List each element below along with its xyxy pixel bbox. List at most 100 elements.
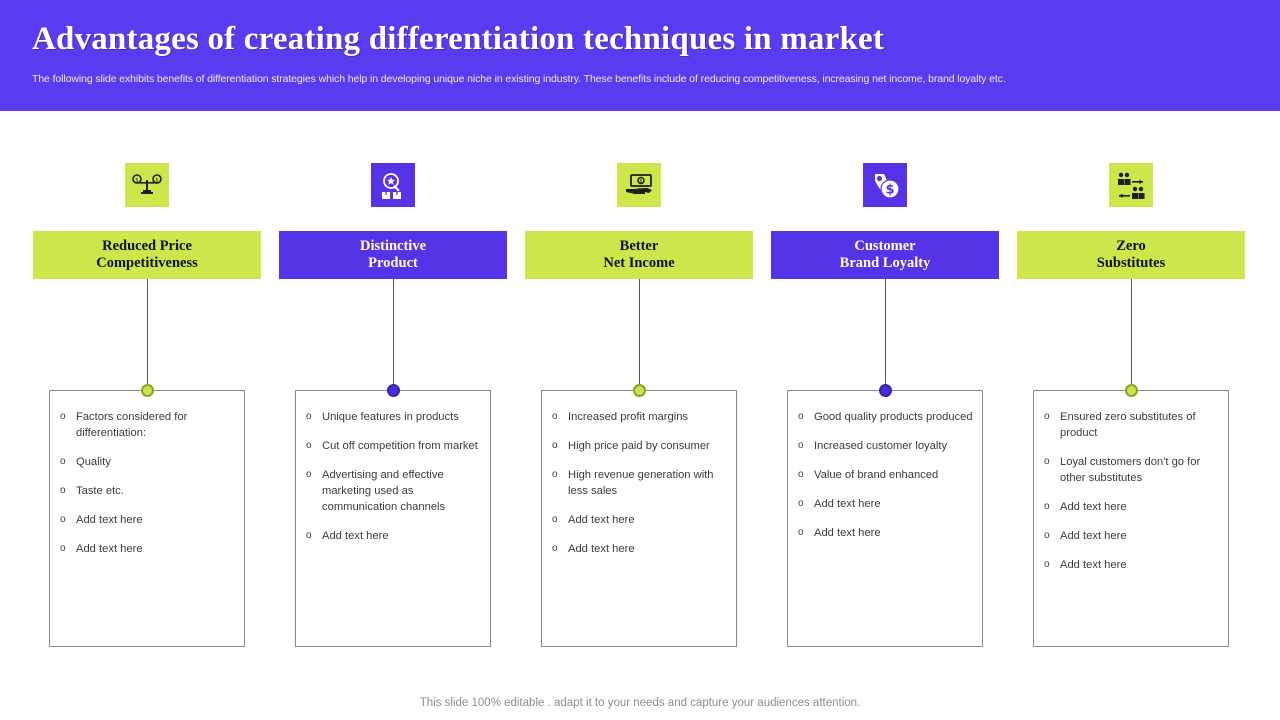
- list-item: o Loyal customers don't go for other sub…: [1044, 454, 1220, 486]
- connector-line: [884, 279, 886, 391]
- list-item: o Unique features in products: [306, 409, 482, 425]
- list-item: o Add text here: [306, 528, 482, 544]
- list-item-text: Quality: [76, 456, 111, 468]
- list-item: o Value of brand enhanced: [798, 467, 974, 483]
- column-title-line1: Distinctive: [359, 238, 427, 254]
- connector-line: [638, 279, 640, 391]
- bullet-marker-icon: o: [306, 440, 312, 451]
- svg-text:$: $: [885, 183, 894, 198]
- bullet-marker-icon: o: [798, 440, 804, 451]
- bullet-marker-icon: o: [306, 530, 312, 541]
- list-item: o Taste etc.: [60, 483, 236, 499]
- list-item-text: Add text here: [568, 514, 635, 526]
- list-item-text: Add text here: [568, 543, 635, 555]
- list-item-text: Advertising and effective marketing used…: [322, 469, 446, 513]
- price-tag-dollar-coin-icon: $: [863, 163, 907, 207]
- connector-dot: [632, 384, 646, 397]
- connector-line: [1130, 279, 1132, 391]
- bullet-marker-icon: o: [60, 456, 66, 467]
- column-title-line1: Reduced Price: [102, 238, 192, 254]
- bullet-box: o Unique features in products o Cut off …: [295, 390, 491, 647]
- list-item-text: High revenue generation with less sales: [568, 469, 714, 497]
- column-header-reduced-price-competitiveness[interactable]: Reduced Price Competitiveness: [33, 231, 261, 279]
- columns-container: $ $ Reduced Price Competitiveness o Fact…: [0, 111, 1280, 671]
- page-title: Advantages of creating differentiation t…: [32, 21, 885, 57]
- column-zero-substitutes: Zero Substitutes o Ensured zero substitu…: [1008, 111, 1254, 671]
- bullet-marker-icon: o: [1044, 456, 1050, 467]
- list-item-text: Add text here: [1060, 559, 1127, 571]
- bullet-marker-icon: o: [552, 411, 558, 422]
- bullet-marker-icon: o: [1044, 559, 1050, 570]
- column-title-line2: Substitutes: [1096, 255, 1166, 271]
- bullet-marker-icon: o: [60, 411, 66, 422]
- magnifier-star-boxes-icon: [371, 163, 415, 207]
- slide-header-banner: Advantages of creating differentiation t…: [0, 0, 1280, 111]
- column-better-net-income: $ Better Net Income o Increased profit m…: [516, 111, 762, 671]
- list-item: o Increased customer loyalty: [798, 438, 974, 454]
- list-item: o High revenue generation with less sale…: [552, 467, 728, 499]
- bullet-marker-icon: o: [306, 411, 312, 422]
- bullet-marker-icon: o: [798, 469, 804, 480]
- list-item-text: High price paid by consumer: [568, 440, 710, 452]
- bullet-marker-icon: o: [552, 543, 558, 554]
- people-exchange-arrows-icon: [1109, 163, 1153, 207]
- list-item: o Add text here: [60, 512, 236, 528]
- column-title-line1: Better: [619, 238, 659, 254]
- list-item-text: Increased profit margins: [568, 411, 689, 423]
- list-item: o Add text here: [798, 525, 974, 541]
- bullet-marker-icon: o: [1044, 530, 1050, 541]
- hand-holding-cash-icon: $: [617, 163, 661, 207]
- list-item: o Add text here: [1044, 557, 1220, 573]
- list-item-text: Add text here: [814, 527, 881, 539]
- list-item: o Add text here: [60, 541, 236, 557]
- list-item-text: Increased customer loyalty: [814, 440, 948, 452]
- bullet-marker-icon: o: [60, 514, 66, 525]
- list-item: o Advertising and effective marketing us…: [306, 467, 482, 515]
- bullet-marker-icon: o: [798, 498, 804, 509]
- connector-dot: [878, 384, 892, 397]
- list-item-text: Factors considered for differentiation:: [76, 411, 188, 439]
- column-title-line2: Competitiveness: [96, 255, 198, 271]
- bullet-marker-icon: o: [306, 469, 312, 480]
- list-item: o Quality: [60, 454, 236, 470]
- bullet-box: o Factors considered for differentiation…: [49, 390, 245, 647]
- list-item: o Good quality products produced: [798, 409, 974, 425]
- list-item-text: Loyal customers don't go for other subst…: [1060, 456, 1201, 484]
- svg-text:$: $: [135, 178, 138, 184]
- bullet-marker-icon: o: [60, 485, 66, 496]
- column-header-distinctive-product[interactable]: Distinctive Product: [279, 231, 507, 279]
- list-item-text: Good quality products produced: [814, 411, 973, 423]
- list-item: o Add text here: [552, 512, 728, 528]
- list-item: o Factors considered for differentiation…: [60, 409, 236, 441]
- connector-line: [392, 279, 394, 391]
- column-title-line2: Product: [368, 255, 418, 271]
- list-item-text: Cut off competition from market: [322, 440, 478, 452]
- column-header-better-net-income[interactable]: Better Net Income: [525, 231, 753, 279]
- column-title-line2: Net Income: [603, 255, 675, 271]
- column-header-customer-brand-loyalty[interactable]: Customer Brand Loyalty: [771, 231, 999, 279]
- list-item-text: Add text here: [76, 543, 143, 555]
- bullet-box: o Increased profit margins o High price …: [541, 390, 737, 647]
- page-subtitle: The following slide exhibits benefits of…: [32, 73, 1006, 85]
- column-customer-brand-loyalty: $ Customer Brand Loyalty o Good quality …: [762, 111, 1008, 671]
- connector-dot: [140, 384, 154, 397]
- list-item-text: Unique features in products: [322, 411, 459, 423]
- list-item: o Cut off competition from market: [306, 438, 482, 454]
- column-reduced-price-competitiveness: $ $ Reduced Price Competitiveness o Fact…: [24, 111, 270, 671]
- list-item-text: Add text here: [1060, 530, 1127, 542]
- bullet-marker-icon: o: [798, 411, 804, 422]
- list-item: o Ensured zero substitutes of product: [1044, 409, 1220, 441]
- column-title-line2: Brand Loyalty: [839, 255, 931, 271]
- list-item: o Add text here: [1044, 528, 1220, 544]
- list-item-text: Ensured zero substitutes of product: [1060, 411, 1196, 439]
- bullet-box: o Good quality products produced o Incre…: [787, 390, 983, 647]
- svg-text:$: $: [639, 179, 643, 185]
- list-item-text: Add text here: [76, 514, 143, 526]
- column-header-zero-substitutes[interactable]: Zero Substitutes: [1017, 231, 1245, 279]
- bullet-marker-icon: o: [1044, 411, 1050, 422]
- footer-note: This slide 100% editable . adapt it to y…: [419, 697, 861, 709]
- list-item-text: Taste etc.: [76, 485, 124, 497]
- bullet-marker-icon: o: [552, 469, 558, 480]
- list-item: o High price paid by consumer: [552, 438, 728, 454]
